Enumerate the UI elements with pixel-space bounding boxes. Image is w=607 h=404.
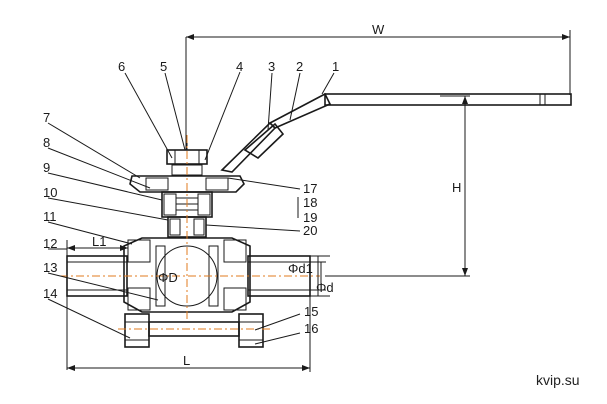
- stop-plate: [129, 175, 245, 193]
- dimension-l: L: [67, 296, 311, 372]
- part-label-2: 2: [296, 59, 303, 74]
- dimension-d: Φd1 Φd ΦD: [158, 255, 334, 297]
- part-label-20: 20: [303, 223, 317, 238]
- dim-d1-label: Φd1: [288, 261, 313, 276]
- bottom-bolts: [124, 313, 264, 348]
- watermark: kvip.su: [536, 372, 580, 388]
- part-label-13: 13: [43, 260, 57, 275]
- dim-l-label: L: [183, 353, 190, 368]
- part-label-4: 4: [236, 59, 243, 74]
- dim-l1-label: L1: [92, 234, 106, 249]
- stem-gland: [161, 191, 213, 238]
- dim-bore-label: ΦD: [158, 270, 178, 285]
- part-label-11: 11: [43, 209, 57, 224]
- part-label-17: 17: [303, 181, 317, 196]
- leader-lines: [47, 71, 335, 345]
- part-label-8: 8: [43, 135, 50, 150]
- part-label-1: 1: [332, 59, 339, 74]
- handle-lever: [220, 92, 572, 173]
- part-label-6: 6: [118, 59, 125, 74]
- part-label-10: 10: [43, 185, 57, 200]
- valve-body: [123, 237, 251, 313]
- centerlines: [60, 135, 320, 330]
- dimension-w: W: [185, 22, 571, 150]
- dimension-h: H: [325, 95, 470, 277]
- dim-h-label: H: [452, 180, 461, 195]
- part-number-labels: 1 2 3 4 5 6 7 8 9 10 11 12 13 14 15 16 1…: [43, 59, 339, 336]
- part-label-12: 12: [43, 236, 57, 251]
- dim-w-label: W: [372, 22, 385, 37]
- part-label-5: 5: [160, 59, 167, 74]
- part-label-3: 3: [268, 59, 275, 74]
- part-label-9: 9: [43, 160, 50, 175]
- part-label-7: 7: [43, 110, 50, 125]
- dim-d-label: Φd: [316, 280, 334, 295]
- dimension-l1: L1: [66, 234, 129, 370]
- part-label-19: 19: [303, 210, 317, 225]
- part-label-14: 14: [43, 286, 57, 301]
- part-label-18: 18: [303, 195, 317, 210]
- part-label-15: 15: [304, 304, 318, 319]
- part-label-16: 16: [304, 321, 318, 336]
